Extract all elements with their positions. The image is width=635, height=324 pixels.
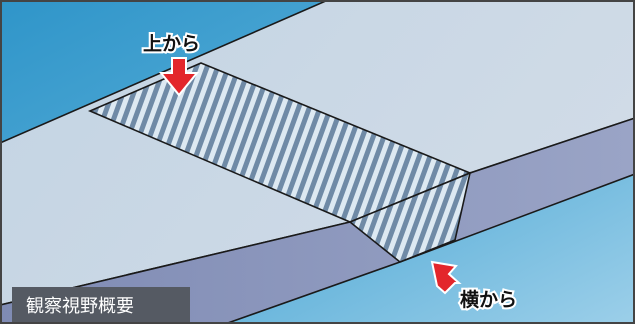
caption-box [12, 287, 190, 324]
arrow-from-top [158, 57, 200, 97]
label-from-top: 上から [143, 33, 200, 55]
caption-text: 観察視野概要 [26, 296, 134, 317]
arrow-from-side [430, 260, 462, 295]
observation-area-side [348, 171, 472, 263]
label-from-side: 横から [460, 288, 517, 311]
